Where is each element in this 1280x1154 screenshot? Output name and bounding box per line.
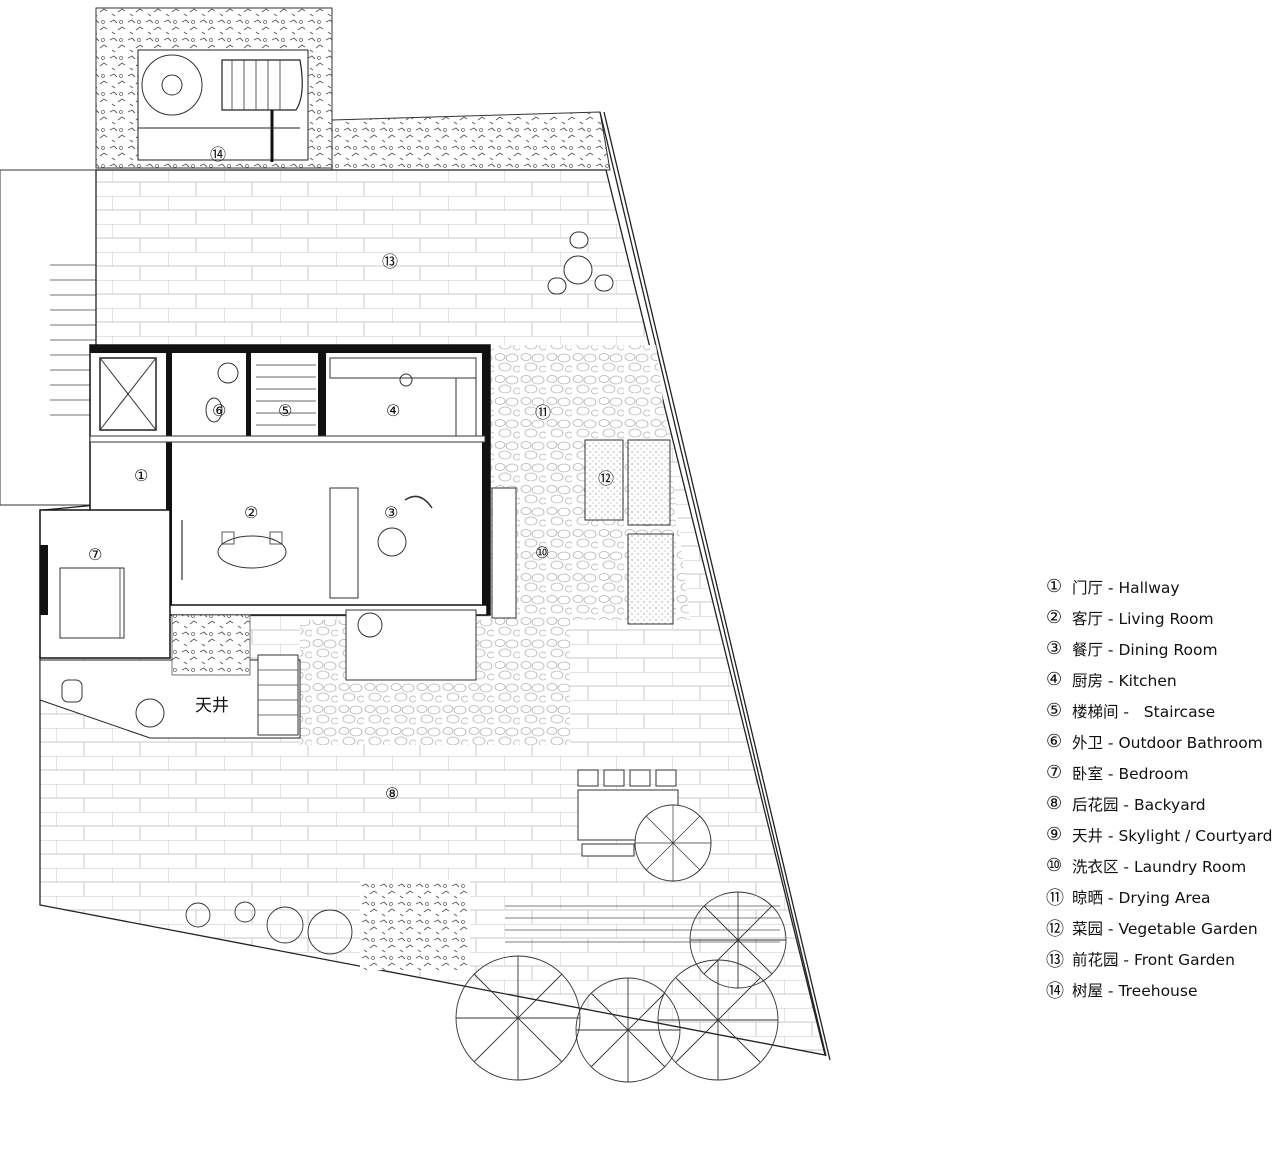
legend-label: 菜园 - Vegetable Garden bbox=[1072, 919, 1258, 938]
legend-label: 树屋 - Treehouse bbox=[1072, 981, 1198, 1000]
legend-number: ⑦ bbox=[1046, 762, 1063, 783]
floor-plan: 天井 bbox=[0, 7, 831, 1083]
legend-item-living-room: ② 客厅 - Living Room bbox=[1046, 602, 1278, 633]
legend-label: 客厅 - Living Room bbox=[1072, 609, 1214, 628]
room-marker-6: ⑥ bbox=[212, 401, 226, 420]
courtyard: 天井 bbox=[39, 614, 301, 739]
legend-item-hallway: ① 门厅 - Hallway bbox=[1046, 571, 1278, 602]
room-marker-5: ⑤ bbox=[278, 401, 292, 420]
room-marker-4: ④ bbox=[386, 401, 400, 420]
legend-item-courtyard: ⑨ 天井 - Skylight / Courtyard bbox=[1046, 819, 1278, 850]
legend-item-outdoor-bathroom: ⑥ 外卫 - Outdoor Bathroom bbox=[1046, 726, 1278, 757]
legend-label: 外卫 - Outdoor Bathroom bbox=[1072, 733, 1263, 752]
legend-number: ⑤ bbox=[1046, 700, 1063, 721]
legend-number: ⑩ bbox=[1046, 855, 1063, 876]
legend-number: ① bbox=[1046, 576, 1063, 597]
backyard-furniture bbox=[577, 769, 712, 882]
legend-item-staircase: ⑤ 楼梯间 - Staircase bbox=[1046, 695, 1278, 726]
legend-label: 天井 - Skylight / Courtyard bbox=[1072, 826, 1273, 845]
legend-number: ⑥ bbox=[1046, 731, 1063, 752]
room-marker-3: ③ bbox=[384, 503, 398, 522]
bedroom bbox=[39, 509, 171, 659]
courtyard-label: 天井 bbox=[195, 696, 229, 716]
legend-number: ⑪ bbox=[1046, 887, 1064, 909]
legend-number: ⑭ bbox=[1046, 980, 1064, 1002]
room-marker-12: ⑫ bbox=[598, 469, 614, 488]
room-marker-11: ⑪ bbox=[535, 403, 551, 422]
room-marker-1: ① bbox=[134, 466, 148, 485]
room-marker-7: ⑦ bbox=[88, 545, 102, 564]
garden-table bbox=[547, 231, 614, 295]
legend-label: 厨房 - Kitchen bbox=[1072, 671, 1177, 690]
room-markers: ① ② ③ ④ ⑤ ⑥ ⑦ ⑧ ⑩ ⑪ ⑫ ⑬ ⑭ bbox=[88, 145, 614, 803]
room-marker-10: ⑩ bbox=[535, 543, 549, 562]
legend-item-kitchen: ④ 厨房 - Kitchen bbox=[1046, 664, 1278, 695]
legend-item-dining-room: ③ 餐厅 - Dining Room bbox=[1046, 633, 1278, 664]
trees bbox=[185, 891, 787, 1083]
legend-number: ⑧ bbox=[1046, 793, 1063, 814]
room-marker-13: ⑬ bbox=[382, 252, 398, 271]
room-marker-2: ② bbox=[244, 503, 258, 522]
legend-label: 晾晒 - Drying Area bbox=[1072, 888, 1211, 907]
legend-number: ⑫ bbox=[1046, 918, 1064, 940]
legend-item-front-garden: ⑬ 前花园 - Front Garden bbox=[1046, 943, 1278, 974]
legend-item-drying-area: ⑪ 晾晒 - Drying Area bbox=[1046, 881, 1278, 912]
legend-number: ③ bbox=[1046, 638, 1063, 659]
legend-label: 楼梯间 - Staircase bbox=[1072, 702, 1216, 721]
room-marker-8: ⑧ bbox=[385, 784, 399, 803]
legend-number: ④ bbox=[1046, 669, 1063, 690]
legend-item-treehouse: ⑭ 树屋 - Treehouse bbox=[1046, 974, 1278, 1005]
legend-label: 餐厅 - Dining Room bbox=[1072, 640, 1218, 659]
legend-item-bedroom: ⑦ 卧室 - Bedroom bbox=[1046, 757, 1278, 788]
legend-label: 后花园 - Backyard bbox=[1072, 795, 1206, 814]
legend-number: ② bbox=[1046, 607, 1063, 628]
house bbox=[89, 344, 517, 681]
legend-number: ⑨ bbox=[1046, 824, 1063, 845]
legend-label: 卧室 - Bedroom bbox=[1072, 764, 1189, 783]
treehouse-area bbox=[95, 7, 333, 169]
legend-item-vegetable-garden: ⑫ 菜园 - Vegetable Garden bbox=[1046, 912, 1278, 943]
legend-item-backyard: ⑧ 后花园 - Backyard bbox=[1046, 788, 1278, 819]
legend-item-laundry-room: ⑩ 洗衣区 - Laundry Room bbox=[1046, 850, 1278, 881]
legend-number: ⑬ bbox=[1046, 949, 1064, 971]
room-marker-14: ⑭ bbox=[210, 145, 226, 164]
legend: ① 门厅 - Hallway ② 客厅 - Living Room ③ 餐厅 -… bbox=[1046, 571, 1278, 1005]
legend-label: 门厅 - Hallway bbox=[1072, 578, 1180, 597]
legend-label: 洗衣区 - Laundry Room bbox=[1072, 857, 1247, 876]
vegetable-garden bbox=[584, 439, 674, 625]
legend-label: 前花园 - Front Garden bbox=[1072, 950, 1235, 969]
